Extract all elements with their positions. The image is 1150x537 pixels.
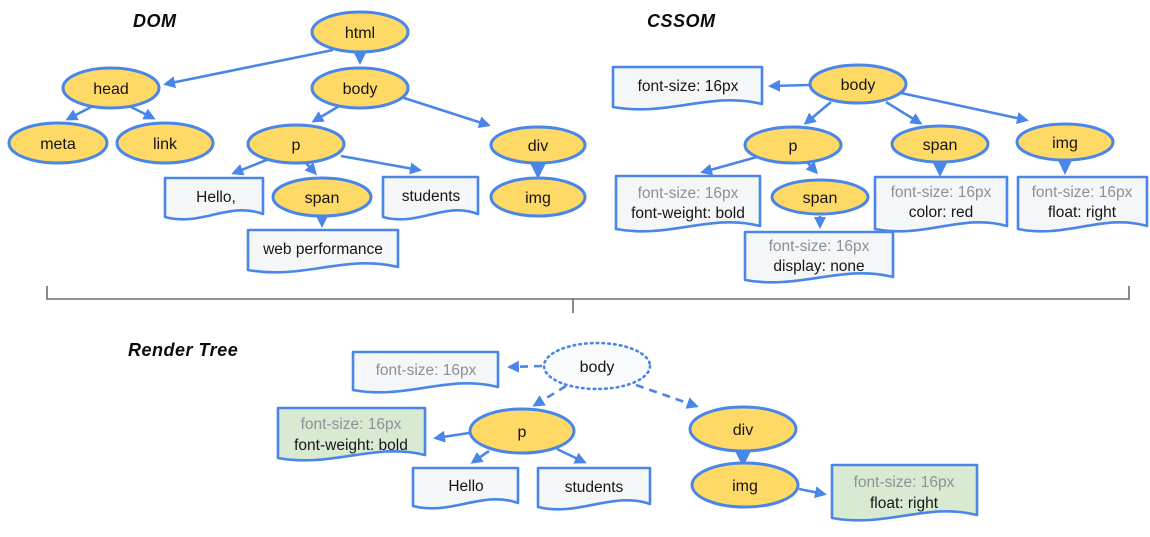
cssom-node-span-in-p [770,178,870,216]
cssom-style-p-line2: font-weight: bold [631,205,745,222]
dom-textnode-students: students [402,188,461,205]
edge-head-link [128,104,156,120]
rt-style-p-box [276,406,427,462]
cssom-title: CSSOM [647,11,716,31]
dom-textnode-hello-box [163,176,265,221]
cssom-node-body [808,63,908,105]
rt-textnode-students-box [536,466,652,511]
edge-rt-p-style [433,430,470,443]
rt-node-p [468,407,576,455]
rt-textnode-hello-box [411,466,520,510]
dom-node-img-label: img [525,190,551,207]
dom-node-body [310,66,410,110]
dom-node-meta [7,121,109,165]
dom-textnode-students-box [381,175,480,221]
dom-node-span-label: span [305,190,340,207]
dom-node-meta-label: meta [40,136,76,153]
dom-node-div-label: div [528,138,548,155]
rt-node-img-label: img [732,478,758,495]
edge-cssom-body-p [803,101,832,125]
dom-node-p-label: p [292,137,301,154]
edge-rt-div-img [734,449,752,467]
dom-node-div [489,125,587,165]
dom-node-p [246,123,346,165]
cssom-style-span-box [873,175,1009,233]
rt-style-body-line1: font-size: 16px [376,362,477,379]
edge-head-meta [65,104,94,121]
edge-rt-p-hello [470,449,490,464]
edge-rt-body-p [532,384,567,407]
cssom-node-img [1015,122,1115,162]
cssom-node-span-in-p-label: span [803,190,838,207]
edge-cssom-body-span [885,100,923,125]
edge-rt-body-style [507,360,543,373]
edge-cssom-p-style [700,155,758,176]
cssom-node-span [890,124,990,164]
rt-node-img [690,461,800,509]
cssom-style-spaninp-line1: font-size: 16px [769,238,870,255]
edge-body-p [311,103,342,123]
cssom-style-span-line1: font-size: 16px [891,184,992,201]
dom-textnode-hello: Hello, [196,189,236,206]
edge-p-students [340,154,422,175]
rt-node-body [542,341,652,391]
dom-node-link [115,121,215,165]
dom-textnode-web-performance-box [246,228,400,274]
edge-cssom-body-style [768,79,810,92]
edge-cssom-body-img [900,91,1029,124]
render-tree: Render Tree font-size: 16px font-size: 1… [128,340,979,522]
rt-style-p-line2: font-weight: bold [294,437,408,454]
dom-textnode-web-performance: web performance [262,241,383,258]
edge-html-head [163,48,334,89]
cssom-style-img-box [1016,175,1149,233]
cssom-style-img-line2: float: right [1048,204,1117,221]
dom-node-body-label: body [343,81,378,98]
rt-style-p-line1: font-size: 16px [301,416,402,433]
dom-tree: DOM Hello, students web performance html… [7,10,587,274]
rt-node-body-label: body [580,359,615,376]
rt-node-p-label: p [518,424,527,441]
cssom-style-span-line2: color: red [909,204,974,221]
cssom-style-spaninp-box [743,230,895,284]
render-tree-title: Render Tree [128,340,238,360]
divider-line [46,286,1130,300]
dom-node-head [61,66,161,110]
cssom-tree: CSSOM font-size: 16px font-size: 16px fo… [611,11,1149,284]
rt-style-img-line2: float: right [870,495,939,512]
cssom-node-body-label: body [841,77,876,94]
merge-divider [46,286,1130,313]
dom-node-span [271,176,373,218]
rt-style-img-box [830,463,979,522]
rt-node-div-label: div [733,422,753,439]
cssom-style-img-line1: font-size: 16px [1032,184,1133,201]
cssom-style-p-box [614,174,762,233]
rt-node-div [688,405,798,453]
dom-node-head-label: head [93,81,129,98]
edge-div-img [529,161,547,179]
cssom-style-p-line1: font-size: 16px [638,185,739,202]
rt-textnode-hello: Hello [448,478,483,495]
cssom-node-p-label: p [789,138,798,155]
rt-style-body-box [351,350,500,394]
cssom-style-body-line1: font-size: 16px [638,78,739,95]
edge-p-hello [231,157,270,176]
cssom-style-spaninp-line2: display: none [773,258,864,275]
rt-textnode-students: students [565,479,624,496]
cssom-node-p [743,125,843,165]
dom-title: DOM [133,11,177,31]
edge-rt-body-div [635,383,699,409]
edge-rt-img-style [798,486,827,499]
cssom-node-span-label: span [923,137,958,154]
dom-node-img [489,176,587,218]
edge-cssom-span-style [931,159,949,177]
cssom-node-img-label: img [1052,135,1078,152]
dom-node-html-label: html [345,25,375,42]
cssom-style-body-box [611,65,764,111]
dom-node-html [310,10,410,54]
dom-node-link-label: link [153,136,178,153]
edge-rt-p-students [556,447,587,464]
edge-body-div [400,95,491,128]
rt-style-img-line1: font-size: 16px [854,474,955,491]
